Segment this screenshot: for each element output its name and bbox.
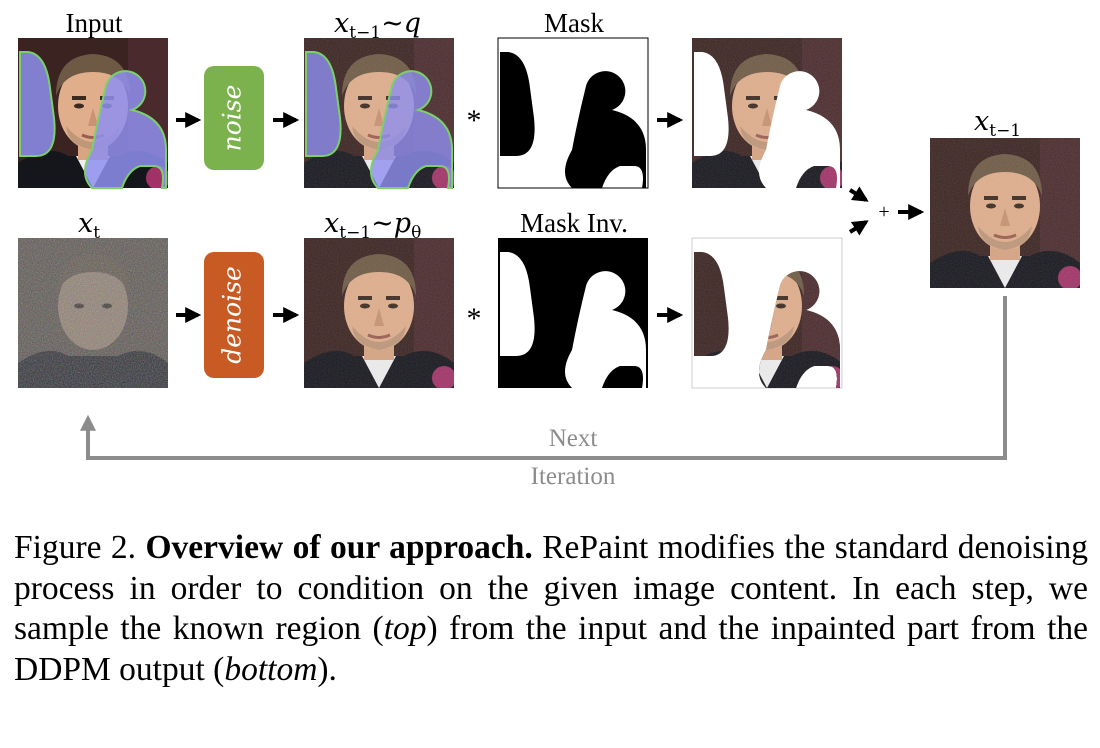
output-label: xt−1: [974, 106, 1021, 141]
multiply-operator-top: *: [467, 104, 482, 137]
repaint-diagram: Input noise xt−1~q * Mask: [18, 8, 1080, 490]
noise-label: noise: [218, 85, 247, 152]
next-label: Next: [549, 425, 598, 452]
mask-inv-label: Mask Inv.: [520, 208, 628, 238]
input-label: Input: [66, 8, 123, 38]
caption-title: Overview of our approach.: [145, 529, 533, 566]
inpainted-region-image: [691, 237, 843, 389]
caption-body: RePaint modifies the standard denoising …: [14, 529, 1088, 647]
p-sample-label: xt−1~pθ: [324, 208, 421, 243]
arrow-combine-bottom: [848, 220, 869, 236]
noise-box: noise: [204, 66, 264, 170]
figure-caption: Figure 2. Overview of our approach. RePa…: [14, 528, 1088, 690]
iteration-label: Iteration: [531, 463, 616, 490]
caption-italic-bottom: bottom: [224, 650, 318, 688]
p-sample-image: [304, 238, 454, 388]
mask-image: [497, 37, 649, 189]
mask-inv-image: [498, 238, 648, 388]
output-image: [930, 138, 1080, 288]
mask-label: Mask: [544, 8, 604, 38]
xt-label: xt: [78, 208, 100, 243]
multiply-operator-bottom: *: [467, 302, 482, 335]
arrow-combine-top: [848, 186, 869, 202]
denoise-box: denoise: [204, 252, 264, 378]
denoise-label: denoise: [218, 266, 247, 364]
caption-end: ).: [317, 650, 337, 688]
caption-italic-top: top: [383, 610, 427, 647]
next-iteration-arrow: [80, 296, 1007, 460]
q-sample-image: [304, 38, 454, 189]
known-region-image: [692, 38, 842, 188]
caption-figure-number: Figure 2.: [14, 529, 137, 566]
caption-middle: ) from the input and the inpainted part …: [14, 610, 1088, 688]
plus-operator: +: [878, 201, 889, 223]
xt-image: [18, 238, 168, 388]
input-image: [18, 38, 168, 189]
q-sample-label: xt−1~q: [334, 8, 421, 43]
